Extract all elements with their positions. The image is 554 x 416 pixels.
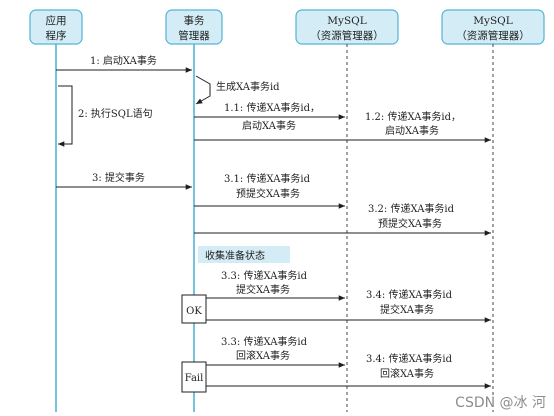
note-collect-label: 收集准备状态 <box>205 249 265 262</box>
arrow-gen-id <box>195 75 211 105</box>
participant-tm-line2: 管理器 <box>178 29 210 42</box>
label-3-4-fail-line2: 回滚XA事务 <box>380 367 434 380</box>
status-fail-label: Fail <box>185 373 204 384</box>
label-3-1-line2: 预提交XA事务 <box>236 187 300 200</box>
label-3-1-line1: 3.1: 传递XA事务id <box>224 172 311 185</box>
label-3-3-fail-line2: 回滚XA事务 <box>236 349 290 362</box>
participant-app-line2: 程序 <box>46 29 67 42</box>
status-box-fail: Fail <box>181 361 207 393</box>
label-3-4-fail-line1: 3.4: 传递XA事务id <box>366 352 453 365</box>
label-1-2-line1: 1.2: 传递XA事务id， <box>365 110 461 123</box>
label-1-2-line2: 启动XA事务 <box>385 124 439 137</box>
label-3-4-ok-line2: 提交XA事务 <box>380 303 434 316</box>
watermark-text: CSDN @冰 河 <box>455 395 546 411</box>
label-3-3-ok-line2: 提交XA事务 <box>236 283 290 296</box>
participant-rm1: MySQL （资源管理器） <box>295 9 399 45</box>
label-3-3-fail-line1: 3.3: 传递XA事务id <box>221 335 308 348</box>
label-1: 1: 启动XA事务 <box>90 54 157 67</box>
status-ok-label: OK <box>186 306 202 317</box>
participant-app-line1: 应用 <box>46 14 67 27</box>
label-1-1-line1: 1.1: 传递XA事务id， <box>224 101 320 114</box>
participant-tm: 事务 管理器 <box>165 9 223 45</box>
arrow-2 <box>58 85 73 147</box>
note-collect-status: 收集准备状态 <box>198 246 290 263</box>
participant-rm2: MySQL （资源管理器） <box>441 9 545 45</box>
participant-rm2-line1: MySQL <box>473 15 512 27</box>
participant-rm1-line2: （资源管理器） <box>310 29 384 42</box>
participant-app: 应用 程序 <box>29 9 83 45</box>
participant-tm-line1: 事务 <box>184 14 205 27</box>
label-1-1-line2: 启动XA事务 <box>242 119 296 132</box>
participant-rm2-line2: （资源管理器） <box>456 29 530 42</box>
label-3-2-line1: 3.2: 传递XA事务id <box>368 202 455 215</box>
status-box-ok: OK <box>181 294 207 324</box>
label-2: 2: 执行SQL语句 <box>78 107 153 120</box>
label-3-4-ok-line1: 3.4: 传递XA事务id <box>366 288 453 301</box>
label-3-2-line2: 预提交XA事务 <box>378 217 442 230</box>
label-3-3-ok-line1: 3.3: 传递XA事务id <box>221 269 308 282</box>
label-3: 3: 提交事务 <box>92 171 145 184</box>
label-gen-id: 生成XA事务id <box>216 80 280 93</box>
participant-rm1-line1: MySQL <box>327 15 366 27</box>
